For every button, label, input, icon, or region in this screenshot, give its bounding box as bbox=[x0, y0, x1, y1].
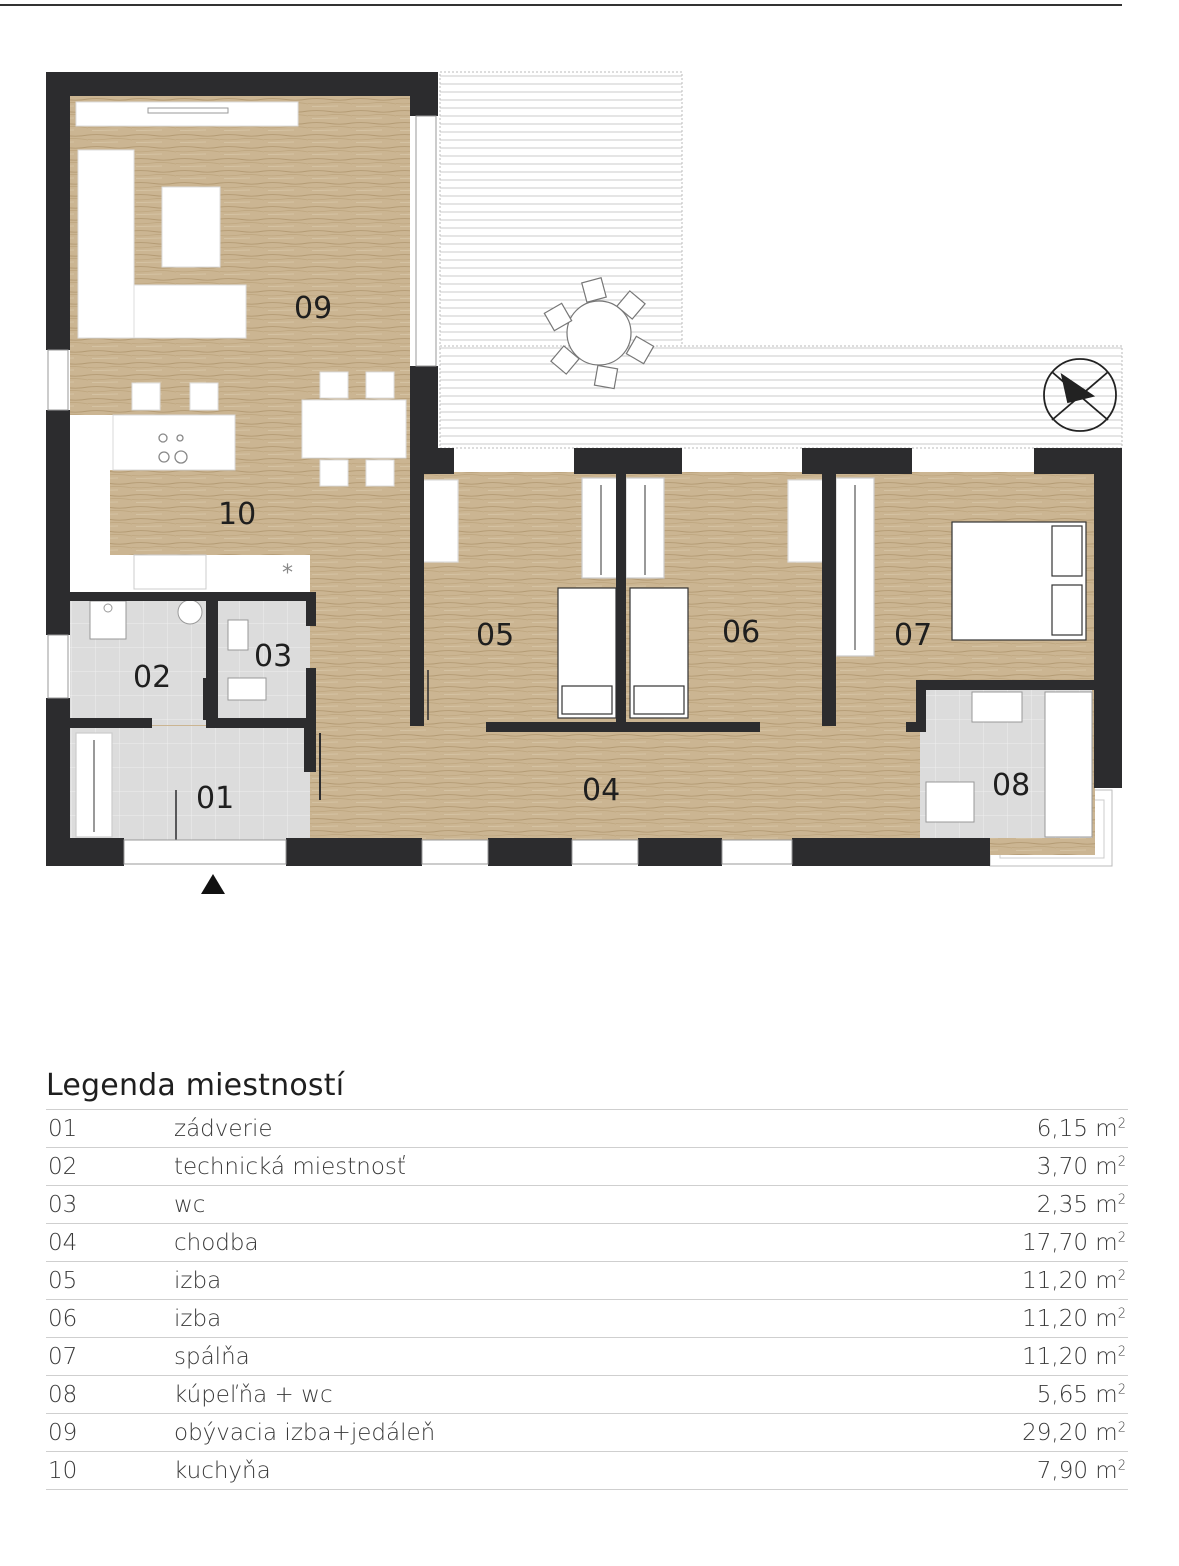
room-label-07: 07 bbox=[894, 618, 932, 653]
legend-area-value: 11,20 m bbox=[1022, 1267, 1118, 1294]
legend-room-number: 07 bbox=[48, 1343, 78, 1370]
legend-room-number: 08 bbox=[48, 1381, 78, 1408]
legend-area-value: 2,35 m bbox=[1036, 1191, 1118, 1218]
legend-room-area: 11,20 m2 bbox=[1022, 1306, 1128, 1332]
room-label-05: 05 bbox=[476, 618, 514, 653]
legend-area-value: 3,70 m bbox=[1036, 1153, 1118, 1180]
legend-room-name: izba bbox=[174, 1267, 222, 1294]
room-label-04: 04 bbox=[582, 773, 620, 808]
legend-room-area: 6,15 m2 bbox=[1037, 1116, 1128, 1142]
legend-area-unit-sup: 2 bbox=[1117, 1153, 1126, 1169]
legend-room-name: obývacia izba+jedáleň bbox=[174, 1419, 436, 1446]
kitchen-fixtures: * bbox=[70, 414, 310, 592]
legend-area-unit-sup: 2 bbox=[1117, 1381, 1126, 1397]
room-label-09: 09 bbox=[294, 291, 332, 326]
legend-row: 05 izba 11,20 m2 bbox=[46, 1262, 1128, 1300]
bathroom-fixtures bbox=[89, 599, 1093, 838]
legend-room-name: izba bbox=[174, 1305, 222, 1332]
room-label-02: 02 bbox=[133, 660, 171, 695]
legend-room-number: 03 bbox=[48, 1191, 78, 1218]
legend-room-name: technická miestnosť bbox=[174, 1153, 406, 1180]
wardrobe-hangers bbox=[93, 485, 856, 832]
room-label-10: 10 bbox=[218, 497, 256, 532]
legend-area-unit-sup: 2 bbox=[1117, 1191, 1126, 1207]
legend-room-area: 17,70 m2 bbox=[1022, 1230, 1128, 1256]
legend-row: 02 technická miestnosť 3,70 m2 bbox=[46, 1148, 1128, 1186]
legend-title: Legenda miestností bbox=[46, 1068, 345, 1103]
legend-room-area: 7,90 m2 bbox=[1037, 1458, 1128, 1484]
sink-icon bbox=[103, 603, 113, 613]
top-rule bbox=[0, 4, 1122, 6]
floor-plan: * bbox=[46, 71, 1123, 894]
legend-row: 06 izba 11,20 m2 bbox=[46, 1300, 1128, 1338]
legend-area-value: 6,15 m bbox=[1036, 1115, 1118, 1142]
legend-room-area: 5,65 m2 bbox=[1037, 1382, 1128, 1408]
legend-area-unit-sup: 2 bbox=[1117, 1305, 1126, 1321]
legend-room-area: 29,20 m2 bbox=[1022, 1420, 1128, 1446]
legend-area-value: 5,65 m bbox=[1036, 1381, 1118, 1408]
room-label-01: 01 bbox=[196, 781, 234, 816]
legend-area-unit-sup: 2 bbox=[1117, 1343, 1126, 1359]
legend-area-value: 11,20 m bbox=[1022, 1305, 1118, 1332]
hob-burners-icon bbox=[158, 433, 188, 464]
legend-room-number: 05 bbox=[48, 1267, 78, 1294]
legend-row: 09 obývacia izba+jedáleň 29,20 m2 bbox=[46, 1414, 1128, 1452]
legend-area-value: 7,90 m bbox=[1036, 1457, 1118, 1484]
legend-area-value: 11,20 m bbox=[1022, 1343, 1118, 1370]
legend-area-unit-sup: 2 bbox=[1117, 1267, 1126, 1283]
legend-room-number: 06 bbox=[48, 1305, 78, 1332]
legend-row: 04 chodba 17,70 m2 bbox=[46, 1224, 1128, 1262]
legend-room-name: kúpeľňa + wc bbox=[174, 1381, 333, 1408]
legend-room-name: chodba bbox=[174, 1229, 259, 1256]
legend-row: 07 spálňa 11,20 m2 bbox=[46, 1338, 1128, 1376]
legend-row: 03 wc 2,35 m2 bbox=[46, 1186, 1128, 1224]
legend-room-area: 3,70 m2 bbox=[1037, 1154, 1128, 1180]
legend-room-number: 02 bbox=[48, 1153, 78, 1180]
legend-room-number: 04 bbox=[48, 1229, 78, 1256]
legend-room-name: wc bbox=[174, 1191, 206, 1218]
legend-row: 10 kuchyňa 7,90 m2 bbox=[46, 1452, 1128, 1490]
legend-row: 08 kúpeľňa + wc 5,65 m2 bbox=[46, 1376, 1128, 1414]
legend-area-unit-sup: 2 bbox=[1117, 1229, 1126, 1245]
legend-room-number: 01 bbox=[48, 1115, 78, 1142]
entrance-arrow-icon bbox=[201, 874, 225, 894]
legend-room-area: 11,20 m2 bbox=[1022, 1344, 1128, 1370]
legend-area-unit-sup: 2 bbox=[1117, 1457, 1126, 1473]
legend-room-area: 11,20 m2 bbox=[1022, 1268, 1128, 1294]
legend-area-unit-sup: 2 bbox=[1117, 1419, 1126, 1435]
living-furniture bbox=[75, 101, 407, 487]
legend-room-number: 09 bbox=[48, 1419, 78, 1446]
legend-row: 01 zádverie 6,15 m2 bbox=[46, 1109, 1128, 1148]
room-label-08: 08 bbox=[992, 768, 1030, 803]
asterisk-icon: * bbox=[282, 561, 293, 586]
room-label-06: 06 bbox=[722, 615, 760, 650]
legend-room-area: 2,35 m2 bbox=[1037, 1192, 1128, 1218]
terrace-table bbox=[543, 277, 655, 390]
legend-room-name: zádverie bbox=[174, 1115, 273, 1142]
windows bbox=[47, 115, 793, 865]
north-compass-icon bbox=[1043, 358, 1117, 432]
legend-room-name: spálňa bbox=[174, 1343, 250, 1370]
legend-area-value: 29,20 m bbox=[1022, 1419, 1118, 1446]
legend-room-name: kuchyňa bbox=[174, 1457, 271, 1484]
walls bbox=[46, 72, 1122, 866]
legend-area-value: 17,70 m bbox=[1022, 1229, 1118, 1256]
room-label-03: 03 bbox=[254, 639, 292, 674]
legend-area-unit-sup: 2 bbox=[1117, 1115, 1126, 1131]
legend-room-number: 10 bbox=[48, 1457, 78, 1484]
room-labels: 09 10 05 06 07 02 03 01 04 08 bbox=[133, 291, 1030, 816]
